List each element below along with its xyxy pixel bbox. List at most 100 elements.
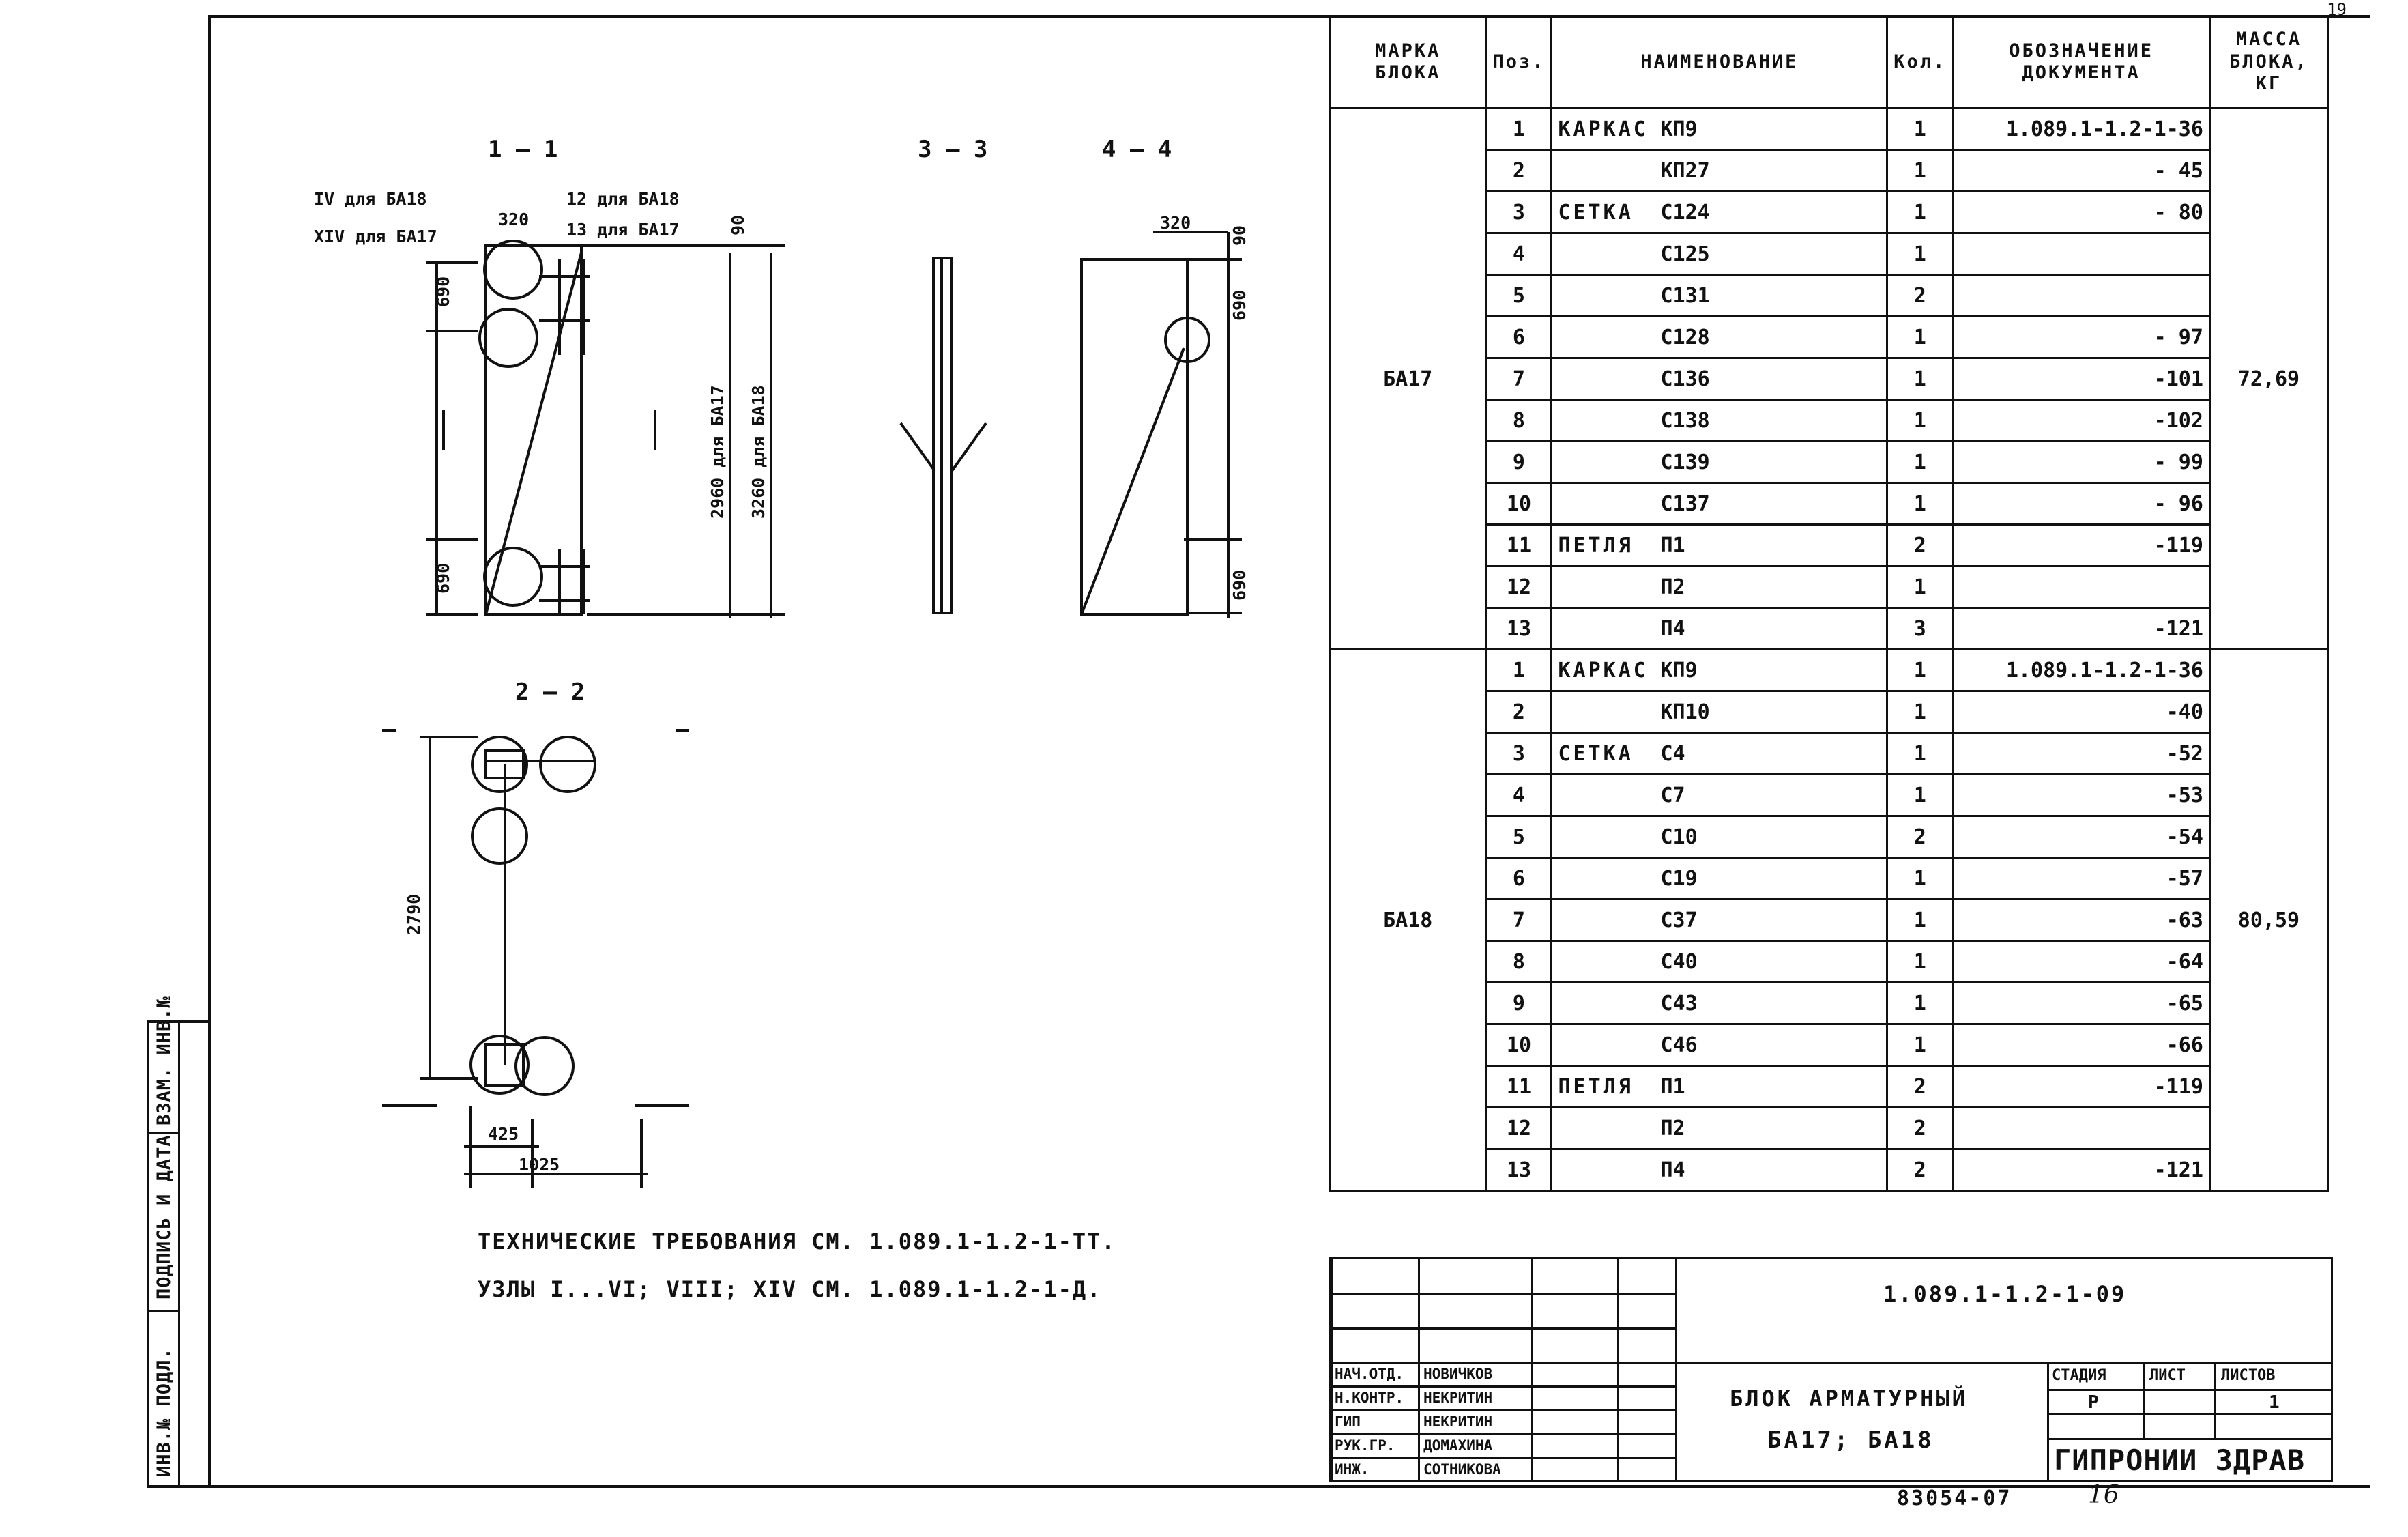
position-cell: 9 xyxy=(1485,440,1553,484)
document-cell: 1.089.1-1.2-1-36 xyxy=(1952,648,2211,692)
quantity-cell: 1 xyxy=(1886,981,1954,1025)
document-cell xyxy=(1952,1106,2211,1150)
name-cell: П2 xyxy=(1550,1106,1889,1150)
block-mark-cell: БА18 xyxy=(1328,648,1488,1192)
position-cell: 9 xyxy=(1485,981,1553,1025)
document-cell: -57 xyxy=(1952,857,2211,900)
item-name-label: С124 xyxy=(1660,200,1710,225)
stamp-role-1: НАЧ.ОТД. xyxy=(1335,1366,1404,1382)
quantity-cell: 1 xyxy=(1886,190,1954,234)
item-name-label: С7 xyxy=(1660,783,1685,807)
document-cell xyxy=(1952,274,2211,317)
item-name-label: С128 xyxy=(1660,325,1710,349)
quantity-cell: 2 xyxy=(1886,1148,1954,1192)
section-1-1-title: 1 — 1 xyxy=(488,136,557,163)
name-cell: С37 xyxy=(1550,898,1889,942)
node-iv-label: IV для БА18 xyxy=(314,189,427,209)
document-cell: -102 xyxy=(1952,399,2211,442)
note-nodes: УЗЛЫ I...VI; VIII; XIV СМ. 1.089.1-1.2-1… xyxy=(478,1276,1102,1302)
page-number: 16 xyxy=(2088,1481,2119,1509)
position-cell: 4 xyxy=(1485,232,1553,276)
stamp-person-5: СОТНИКОВА xyxy=(1423,1461,1501,1478)
quantity-cell: 2 xyxy=(1886,523,1954,567)
stamp-sheet-label: ЛИСТ xyxy=(2149,1367,2186,1384)
header-mass: МАССА БЛОКА, КГ xyxy=(2208,15,2330,109)
name-cell: КП10 xyxy=(1550,690,1889,734)
quantity-cell: 2 xyxy=(1886,1106,1954,1150)
document-cell: -121 xyxy=(1952,607,2211,650)
name-cell: С10 xyxy=(1550,815,1889,859)
item-name-label: С137 xyxy=(1660,491,1710,516)
item-name-label: П2 xyxy=(1660,1116,1685,1140)
item-name-label: С138 xyxy=(1660,408,1710,433)
position-cell: 4 xyxy=(1485,773,1553,817)
position-cell: 3 xyxy=(1485,190,1553,234)
dim-3260: 3260 для БА18 xyxy=(749,385,768,519)
stamp-person-1: НОВИЧКОВ xyxy=(1423,1366,1493,1382)
document-cell: -101 xyxy=(1952,357,2211,401)
item-name-label: С131 xyxy=(1660,283,1710,308)
quantity-cell: 1 xyxy=(1886,482,1954,526)
dim-2960: 2960 для БА17 xyxy=(708,385,727,519)
item-name-label: С19 xyxy=(1660,866,1698,891)
stamp-document-code: 1.089.1-1.2-1-09 xyxy=(1883,1281,2127,1307)
quantity-cell: 1 xyxy=(1886,773,1954,817)
corner-number: 19 xyxy=(2327,0,2347,19)
dim-690-b: 690 xyxy=(433,563,453,594)
section-4-4-title: 4 — 4 xyxy=(1102,136,1172,163)
note-tech-requirements: ТЕХНИЧЕСКИЕ ТРЕБОВАНИЯ СМ. 1.089.1-1.2-1… xyxy=(478,1229,1116,1254)
position-cell: 1 xyxy=(1485,648,1553,692)
name-cell: П2 xyxy=(1550,565,1889,609)
header-doc: ОБОЗНАЧЕНИЕ ДОКУМЕНТА xyxy=(1952,15,2211,109)
item-name-label: С125 xyxy=(1660,242,1710,266)
position-cell: 5 xyxy=(1485,815,1553,859)
stamp-role-2: Н.КОНТР. xyxy=(1335,1390,1404,1406)
stamp-role-4: РУК.ГР. xyxy=(1335,1437,1395,1454)
section-2-2-title: 2 — 2 xyxy=(515,678,585,706)
quantity-cell: 1 xyxy=(1886,440,1954,484)
specification-table: МАРКА БЛОКА Поз. НАИМЕНОВАНИЕ Кол. ОБОЗН… xyxy=(1328,15,2330,1192)
name-cell: С138 xyxy=(1550,399,1889,442)
name-cell: П4 xyxy=(1550,607,1889,650)
name-cell: С46 xyxy=(1550,1023,1889,1067)
document-cell: -40 xyxy=(1952,690,2211,734)
stamp-person-3: НЕКРИТИН xyxy=(1423,1413,1493,1430)
document-cell: - 80 xyxy=(1952,190,2211,234)
position-cell: 2 xyxy=(1485,690,1553,734)
quantity-cell: 2 xyxy=(1886,1065,1954,1108)
item-name-label: С139 xyxy=(1660,450,1710,474)
quantity-cell: 1 xyxy=(1886,1023,1954,1067)
quantity-cell: 2 xyxy=(1886,815,1954,859)
quantity-cell: 1 xyxy=(1886,565,1954,609)
header-name: НАИМЕНОВАНИЕ xyxy=(1550,15,1889,109)
stamp-stage-value: Р xyxy=(2088,1392,2099,1413)
item-name-label: П1 xyxy=(1660,1074,1685,1099)
position-cell: 7 xyxy=(1485,357,1553,401)
block-mark-cell: БА17 xyxy=(1328,107,1488,650)
dim-1025: 1025 xyxy=(519,1155,560,1175)
dim-2790: 2790 xyxy=(404,894,424,935)
position-cell: 3 xyxy=(1485,732,1553,775)
table-header-row: МАРКА БЛОКА Поз. НАИМЕНОВАНИЕ Кол. ОБОЗН… xyxy=(1328,15,2330,109)
document-cell: -119 xyxy=(1952,1065,2211,1108)
item-name-label: КП9 xyxy=(1660,117,1698,141)
stamp-title-line1: БЛОК АРМАТУРНЫЙ xyxy=(1730,1385,1968,1411)
